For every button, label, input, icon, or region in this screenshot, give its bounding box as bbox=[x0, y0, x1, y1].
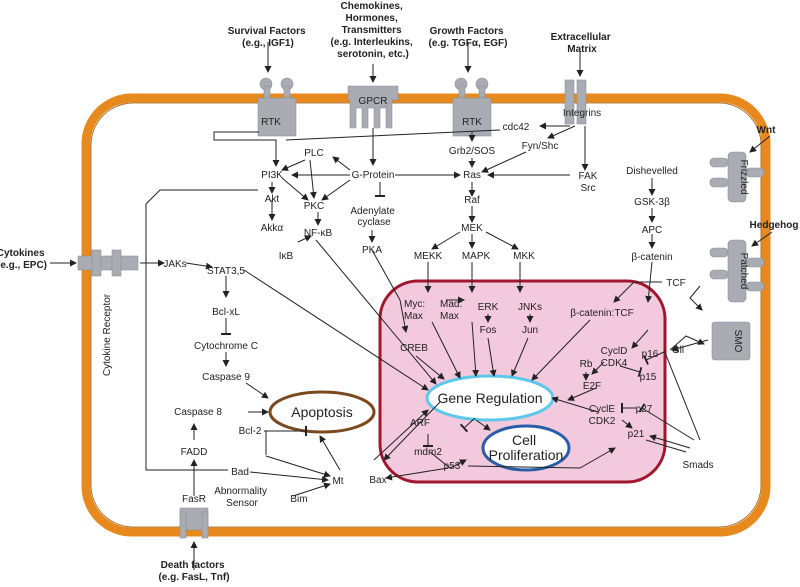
e2f-node: E2F bbox=[583, 381, 601, 392]
growth-factors-label: Growth Factors (e.g. TGFα, EGF) bbox=[429, 26, 508, 49]
p15-node: p15 bbox=[640, 372, 657, 383]
beta-catenin-node: β-catenin bbox=[631, 252, 672, 263]
smo-receptor bbox=[711, 321, 751, 361]
mt-node: Mt bbox=[332, 476, 343, 487]
apoptosis-ellipse bbox=[268, 390, 376, 434]
patched-receptor bbox=[709, 239, 765, 303]
jnks-node: JNKs bbox=[518, 302, 542, 313]
fos-node: Fos bbox=[480, 325, 497, 336]
cdk2-node: CDK2 bbox=[589, 416, 616, 427]
grb2-node: Grb2/SOS bbox=[449, 146, 495, 157]
smo-label: SMO bbox=[732, 330, 743, 353]
rtk1-label: RTK bbox=[261, 117, 281, 128]
arf-node: ARF bbox=[410, 418, 430, 429]
proliferation-label: Cell Proliferation bbox=[489, 432, 564, 463]
apoptosis-label: Apoptosis bbox=[291, 404, 352, 420]
pka-node: PKA bbox=[362, 245, 382, 256]
dishevelled-node: Dishevelled bbox=[626, 166, 678, 177]
pkc-node: PKC bbox=[304, 201, 325, 212]
cytochrome-c-node: Cytochrome C bbox=[194, 341, 258, 352]
bcl2-node: Bcl-2 bbox=[239, 426, 262, 437]
cytokines-label: Cytokines (e.g., EPC) bbox=[0, 248, 47, 271]
rtk-receptor-1 bbox=[257, 77, 297, 137]
gli-node: Gli bbox=[672, 345, 684, 356]
cdk4-node: CDK4 bbox=[601, 358, 628, 369]
mdm2-node: mdm2 bbox=[414, 447, 442, 458]
frizzled-label: Frizzled bbox=[738, 159, 749, 194]
integrins-receptor bbox=[564, 79, 587, 125]
fasr-label: FasR bbox=[182, 494, 206, 505]
abnormality-sensor-node: Abnormality Sensor bbox=[214, 486, 270, 509]
cell-membrane-inner-line bbox=[90, 102, 762, 528]
hedgehog-label: Hedgehog bbox=[750, 220, 799, 231]
akka-node: Akkα bbox=[261, 223, 284, 234]
ikb-node: IκB bbox=[279, 251, 294, 262]
gpcr-receptor bbox=[347, 85, 399, 129]
extracellular-matrix-label: Extracellular Matrix bbox=[551, 32, 614, 55]
pathway-arrows bbox=[50, 42, 773, 570]
p21-node: p21 bbox=[628, 429, 645, 440]
plc-node: PLC bbox=[304, 148, 323, 159]
creb-node: CREB bbox=[400, 343, 428, 354]
fak-node: FAK bbox=[579, 171, 598, 182]
gpcr-label: GPCR bbox=[359, 96, 388, 107]
bax-node: Bax bbox=[369, 475, 386, 486]
fasr-receptor bbox=[179, 507, 209, 539]
erk-node: ERK bbox=[478, 302, 499, 313]
jaks-node: JAKs bbox=[163, 259, 186, 270]
bim-node: Bim bbox=[290, 494, 307, 505]
mapk-node: MAPK bbox=[462, 251, 491, 262]
cdc42-node: cdc42 bbox=[503, 122, 530, 133]
beta-catenin-tcf-node: β-catenin:TCF bbox=[570, 308, 634, 319]
cytokine-receptor bbox=[77, 249, 139, 277]
mkk-node: MKK bbox=[513, 251, 535, 262]
integrins-label: Integrins bbox=[563, 108, 601, 119]
mek-node: MEK bbox=[461, 223, 483, 234]
caspase9-node: Caspase 9 bbox=[202, 372, 250, 383]
p27-node: p27 bbox=[636, 404, 653, 415]
gene-regulation-label: Gene Regulation bbox=[437, 390, 542, 406]
smads-node: Smads bbox=[682, 460, 713, 471]
bclxl-node: Bcl-xL bbox=[212, 307, 240, 318]
cytokine-receptor-label: Cytokine Receptor bbox=[102, 293, 113, 376]
gprotein-node: G-Protein bbox=[352, 170, 395, 181]
chemokines-label: Chemokines, Hormones, Transmitters (e.g.… bbox=[330, 1, 415, 60]
adenylate-cyclase-node: Adenylate cyclase bbox=[350, 206, 397, 228]
myc-max-node: Myc: Max bbox=[404, 299, 428, 322]
apc-node: APC bbox=[642, 225, 663, 236]
cycle-node: CyclE bbox=[589, 404, 615, 415]
caspase8-node: Caspase 8 bbox=[174, 407, 222, 418]
rtk2-label: RTK bbox=[462, 117, 482, 128]
bad-node: Bad bbox=[231, 467, 249, 478]
mad-max-node: Mad: Max bbox=[440, 299, 465, 322]
ras-node: Ras bbox=[463, 170, 481, 181]
raf-node: Raf bbox=[464, 195, 480, 206]
nfkb-node: NF-κB bbox=[304, 228, 333, 239]
frizzled-receptor bbox=[709, 151, 765, 203]
p16-node: p16 bbox=[642, 349, 659, 360]
survival-factors-label: Survival Factors (e.g., IGF1) bbox=[228, 26, 309, 49]
stat-node: STAT3,5 bbox=[207, 266, 245, 277]
src-node: Src bbox=[581, 183, 596, 194]
jun-node: Jun bbox=[522, 325, 538, 336]
akt-node: Akt bbox=[265, 194, 280, 205]
gsk3b-node: GSK-3β bbox=[634, 197, 670, 208]
proliferation-ellipse bbox=[481, 424, 571, 472]
fadd-node: FADD bbox=[181, 447, 208, 458]
death-factors-label: Death factors (e.g. FasL, Tnf) bbox=[158, 560, 229, 583]
fyn-node: Fyn/Shc bbox=[522, 141, 559, 152]
patched-label: Patched bbox=[738, 253, 749, 290]
tcf-node: TCF bbox=[666, 278, 685, 289]
rtk-receptor-2 bbox=[452, 77, 492, 137]
p53-node: p53 bbox=[444, 461, 461, 472]
rb-node: Rb bbox=[580, 359, 593, 370]
mekk-node: MEKK bbox=[414, 251, 443, 262]
cycld-node: CyclD bbox=[601, 346, 628, 357]
pi3k-node: PI3K bbox=[261, 170, 283, 181]
wnt-label: Wnt bbox=[757, 125, 777, 136]
